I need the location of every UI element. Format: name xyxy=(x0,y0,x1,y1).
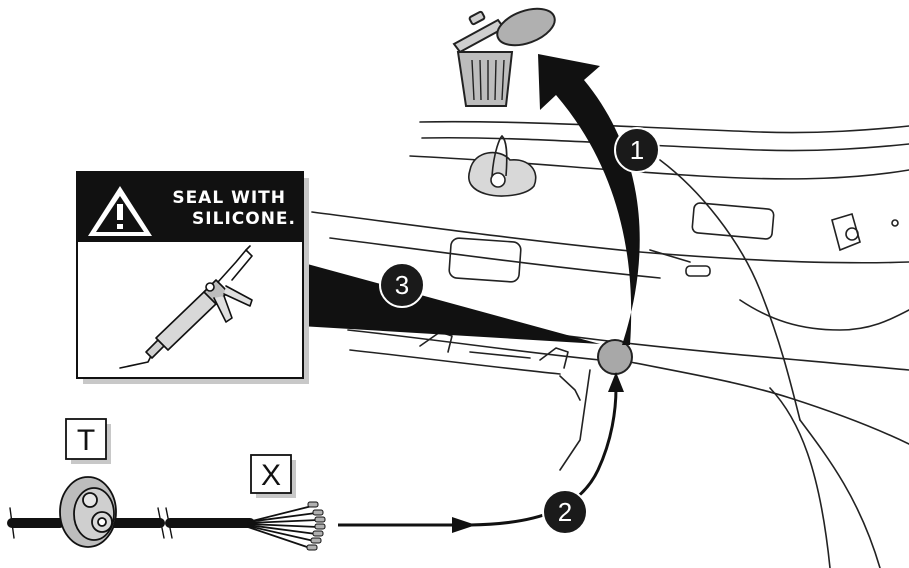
svg-text:3: 3 xyxy=(395,270,409,300)
svg-text:T: T xyxy=(77,424,95,457)
step-badge-3: 3 xyxy=(380,263,424,307)
wiring-harness xyxy=(10,502,325,550)
step-badge-1: 1 xyxy=(615,128,659,172)
seal-warning-panel: SEAL WITH SILICONE. xyxy=(77,172,309,384)
warning-line-2: SILICONE. xyxy=(192,209,296,229)
svg-text:1: 1 xyxy=(630,135,644,165)
latch-assembly xyxy=(469,136,536,196)
removed-plug-icon xyxy=(492,2,559,53)
svg-text:2: 2 xyxy=(558,497,572,527)
step-badge-2: 2 xyxy=(543,490,587,534)
panel-cutouts xyxy=(449,203,898,283)
seal-hole xyxy=(598,340,632,374)
removal-arrow xyxy=(538,54,640,345)
svg-text:X: X xyxy=(261,459,281,492)
grommet-icon xyxy=(60,477,116,547)
part-label-grommet: T xyxy=(66,419,111,464)
part-label-harness: X xyxy=(251,455,296,498)
warning-line-1: SEAL WITH xyxy=(172,188,286,208)
